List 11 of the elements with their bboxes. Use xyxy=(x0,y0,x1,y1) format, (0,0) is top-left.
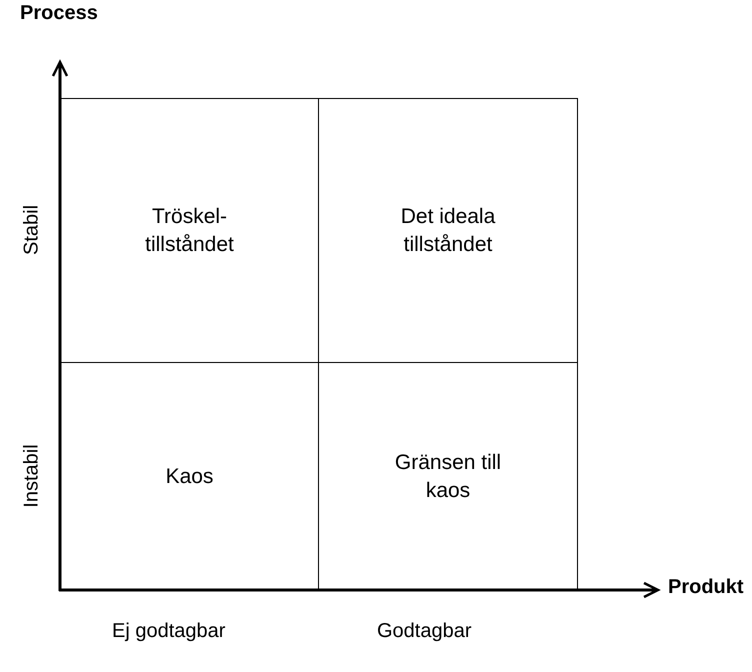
axis-label: Stabil xyxy=(20,204,44,256)
cell-text: Tröskel- tillståndet xyxy=(144,204,235,258)
cell-text: Det ideala tillståndet xyxy=(400,204,496,258)
axis-label: Godtagbar xyxy=(377,620,472,643)
cell-text: Gränsen till kaos xyxy=(394,450,502,504)
axis-label: Instabil xyxy=(20,444,44,508)
quadrant-cell xyxy=(318,98,578,363)
cell-text: Kaos xyxy=(166,464,214,490)
axis-label: Ej godtagbar xyxy=(112,620,226,643)
axis-label: Process xyxy=(20,2,98,25)
axis-label: Produkt xyxy=(668,576,744,599)
